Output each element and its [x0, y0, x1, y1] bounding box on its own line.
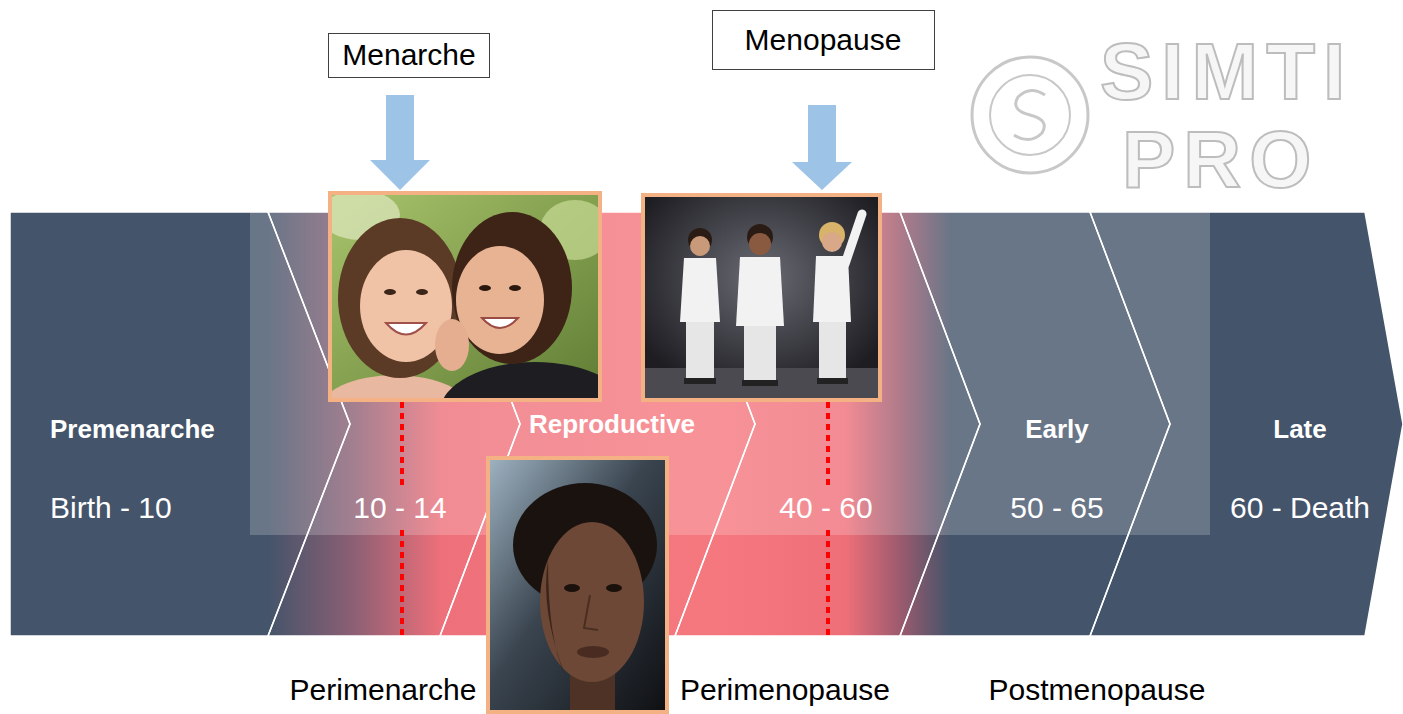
age-range: 10 - 14	[353, 491, 446, 526]
singers-photo	[684, 378, 716, 384]
portrait-photo	[488, 458, 667, 712]
singers-photo	[819, 322, 846, 380]
band-shape	[10, 212, 1403, 636]
band-shape	[10, 212, 1403, 636]
singers-photo	[736, 257, 784, 326]
singers-photo	[643, 195, 880, 400]
watermark: PRO	[1122, 114, 1319, 206]
singers-photo	[813, 256, 851, 322]
pointer-arrow	[370, 95, 430, 190]
stage-divider-dotted	[400, 530, 404, 640]
portrait-photo	[577, 646, 609, 658]
singers-photo	[643, 195, 880, 400]
life-stage-segment: Late 60 - Death	[1090, 212, 1403, 636]
girls-photo	[440, 362, 600, 400]
girls-photo	[509, 285, 521, 291]
singers-photo	[742, 380, 778, 386]
phase-label: Postmenopause	[989, 673, 1206, 708]
girls-photo	[386, 323, 426, 335]
stage-divider-dotted	[400, 402, 404, 486]
age-range: 50 - 65	[1010, 491, 1103, 526]
girls-photo	[456, 246, 544, 354]
segment-outline	[1090, 212, 1403, 636]
watermark-logo	[990, 75, 1070, 155]
event-label: Menarche	[342, 38, 475, 73]
portrait-photo	[488, 458, 667, 714]
watermark-logo	[972, 57, 1088, 173]
girls-photo	[416, 289, 428, 295]
age-range: 40 - 60	[779, 491, 872, 526]
pointer-arrow	[370, 95, 852, 190]
stage-divider-dotted	[826, 530, 830, 640]
singers-photo	[817, 378, 848, 384]
age-range: 60 - Death	[1230, 491, 1370, 526]
phase-label: Perimenopause	[680, 673, 890, 708]
singers-photo	[744, 326, 776, 382]
girls-photo	[320, 190, 630, 462]
phase-label: Perimenarche	[290, 673, 477, 708]
stage-divider-dotted	[826, 402, 830, 486]
stage-name: Premenarche	[50, 415, 215, 445]
stage-name: Late	[1273, 415, 1326, 445]
girls-photo	[435, 319, 469, 371]
portrait-photo	[546, 560, 565, 675]
stage-name: Reproductive	[529, 410, 695, 440]
watermark: SIMTI	[1100, 26, 1353, 118]
stage-name: Early	[1025, 415, 1089, 445]
segment-outline	[1090, 212, 1403, 636]
singers-photo	[690, 236, 710, 256]
girls-photo	[479, 285, 491, 291]
event-box: Menarche	[328, 33, 489, 78]
pointer-arrow	[792, 105, 852, 190]
girls-photo	[384, 289, 396, 295]
singers-photo	[643, 195, 880, 400]
girls-photo	[452, 212, 572, 364]
portrait-photo	[488, 458, 667, 714]
singers-photo	[822, 232, 842, 252]
event-box: Menopause	[712, 10, 935, 70]
watermark-logo	[1014, 90, 1045, 139]
life-stage-segment: Early 50 - 65	[900, 212, 1170, 636]
event-label: Menopause	[745, 23, 902, 58]
segment-outline	[10, 212, 350, 636]
singers-photo	[643, 195, 880, 400]
portrait-photo	[540, 522, 644, 682]
girls-photo	[482, 318, 518, 328]
singers-photo	[749, 233, 771, 255]
portrait-photo	[606, 584, 622, 592]
segment-outline	[900, 212, 1170, 636]
singers-photo	[680, 258, 720, 322]
life-stage-segment: PremenarcheBirth - 10	[10, 212, 350, 636]
girls-photo	[330, 193, 600, 400]
portrait-photo	[488, 458, 667, 714]
portrait-photo	[564, 584, 580, 592]
singers-photo	[686, 322, 714, 380]
girls-photo	[330, 193, 600, 400]
portrait-photo	[584, 595, 598, 630]
watermark-logo	[972, 57, 1088, 173]
age-range: Birth - 10	[50, 491, 172, 526]
